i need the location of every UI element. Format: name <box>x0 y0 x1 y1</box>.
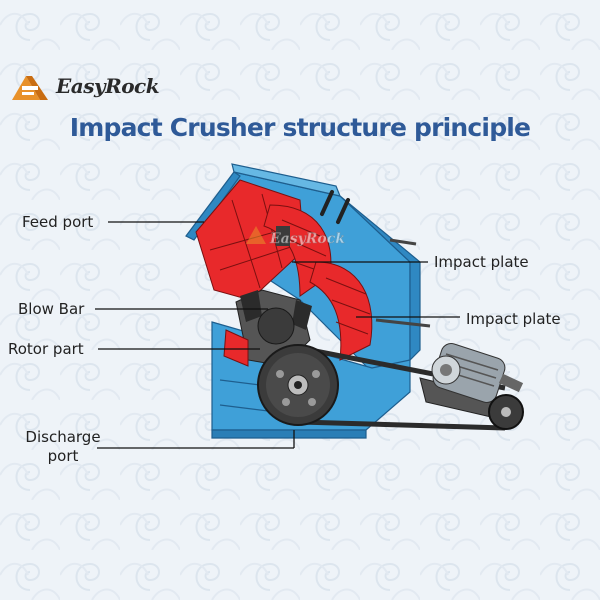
motor <box>419 343 524 430</box>
impact-plate-lower <box>309 261 373 361</box>
flywheel-pulley <box>257 344 339 426</box>
label-feed-port: Feed port <box>22 213 94 231</box>
label-discharge-port-line2: port <box>47 447 79 465</box>
label-rotor-part: Rotor part <box>8 340 84 358</box>
label-discharge-port-line1: Discharge <box>25 428 101 446</box>
watermark: EasyRock <box>246 226 345 247</box>
easyrock-logo-icon <box>12 76 48 100</box>
page-title: Impact Crusher structure principle <box>69 113 531 142</box>
brand-name: EasyRock <box>56 74 160 98</box>
label-impact-plate-lower: Impact plate <box>466 310 561 328</box>
watermark-text: EasyRock <box>269 231 345 247</box>
adjusting-rods <box>320 190 350 224</box>
leader-lines <box>95 221 460 449</box>
brand-logo: EasyRock <box>10 72 160 104</box>
label-impact-plate-upper: Impact plate <box>434 253 529 271</box>
label-discharge-port: Discharge port <box>18 428 108 466</box>
adjusting-springs <box>375 238 431 328</box>
label-blow-bar: Blow Bar <box>18 300 85 318</box>
